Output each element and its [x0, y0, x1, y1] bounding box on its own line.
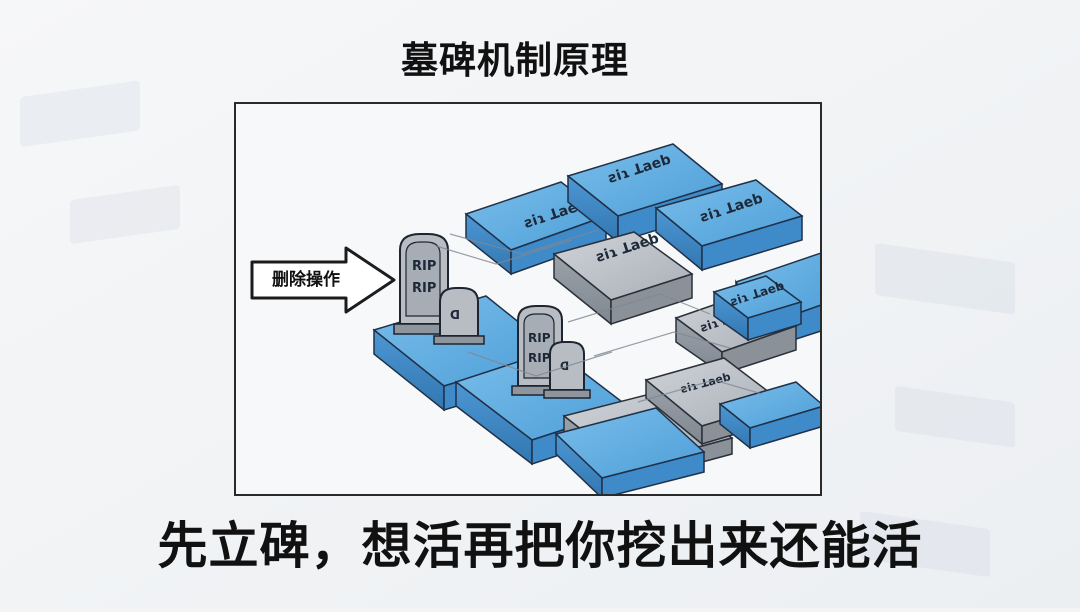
- tombstone-middle-small: ᗡ: [543, 341, 591, 399]
- grid-rails: [435, 229, 763, 403]
- block-gray-center: ƨiɿ ꓕaeb: [552, 231, 694, 326]
- svg-text:ᗡ: ᗡ: [450, 308, 460, 322]
- svg-text:RIP: RIP: [412, 281, 436, 296]
- blue-slab-front: [554, 407, 706, 494]
- svg-text:RIP: RIP: [412, 259, 436, 274]
- block-top-right: ƨiɿ ꓕaeb: [654, 179, 804, 272]
- caption-text: 先立碑，想活再把你挖出来还能活: [157, 517, 923, 575]
- page-title: 墓碑机制原理: [401, 39, 629, 82]
- tombstone-left-large: RIP RIP: [393, 233, 457, 335]
- delete-arrow: [250, 244, 396, 316]
- delete-label: 删除操作: [272, 270, 340, 290]
- diagram-frame: ƨiɿ ꓕaeb ƨiɿ ꓕaeb ƨiɿ ꓕaeb ƨiɿ ꓕaeb: [234, 102, 822, 496]
- tombstone-left-small: ᗡ: [433, 287, 485, 345]
- svg-text:RIP: RIP: [528, 331, 551, 345]
- blue-slab-front-right: [718, 381, 820, 450]
- isometric-diagram: ƨiɿ ꓕaeb ƨiɿ ꓕaeb ƨiɿ ꓕaeb ƨiɿ ꓕaeb: [372, 143, 820, 494]
- svg-text:RIP: RIP: [528, 351, 551, 365]
